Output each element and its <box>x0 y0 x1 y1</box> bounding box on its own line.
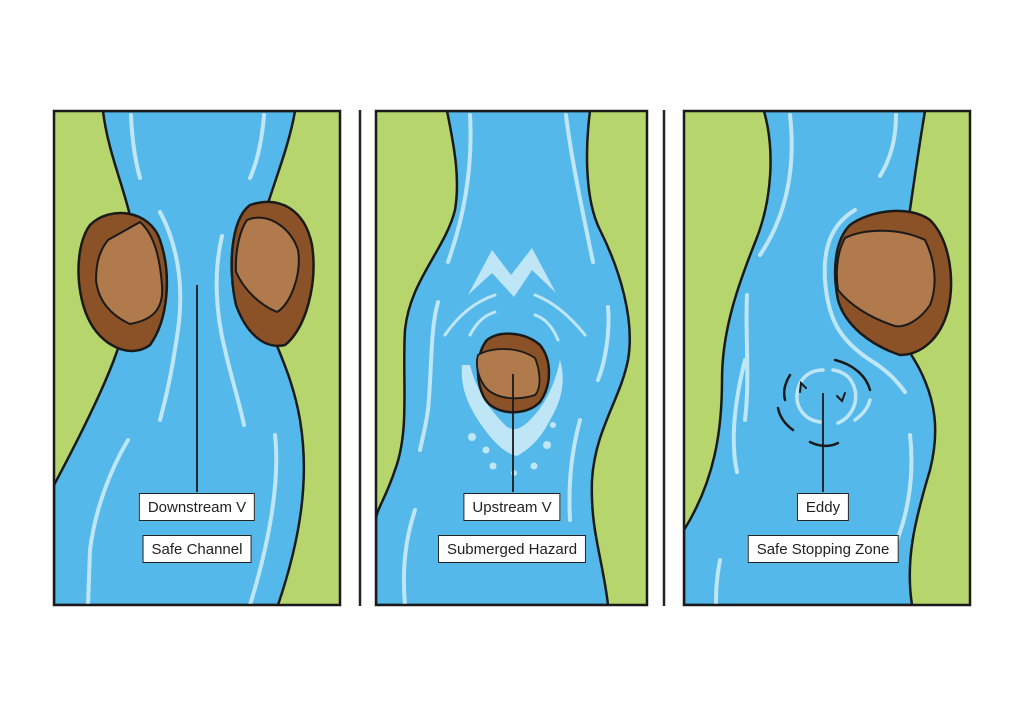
label-submerged-hazard: Submerged Hazard <box>437 535 587 563</box>
upstream-v-wave <box>468 248 556 297</box>
label-safe-stopping-zone: Safe Stopping Zone <box>747 535 899 563</box>
rock-right <box>230 200 315 348</box>
panel-upstream-v <box>376 111 647 605</box>
whitewater <box>461 360 563 456</box>
label-downstream-v: Downstream V <box>138 493 256 521</box>
rock-large <box>833 209 953 357</box>
rock-left <box>77 211 169 353</box>
label-eddy: Eddy <box>796 493 850 521</box>
bubbles <box>468 422 556 476</box>
eddy-swirl <box>776 358 872 448</box>
label-upstream-v: Upstream V <box>463 493 561 521</box>
panel-eddy <box>684 111 970 605</box>
label-safe-channel: Safe Channel <box>142 535 252 563</box>
rock-submerged <box>475 332 551 414</box>
panel-downstream-v <box>54 111 340 605</box>
